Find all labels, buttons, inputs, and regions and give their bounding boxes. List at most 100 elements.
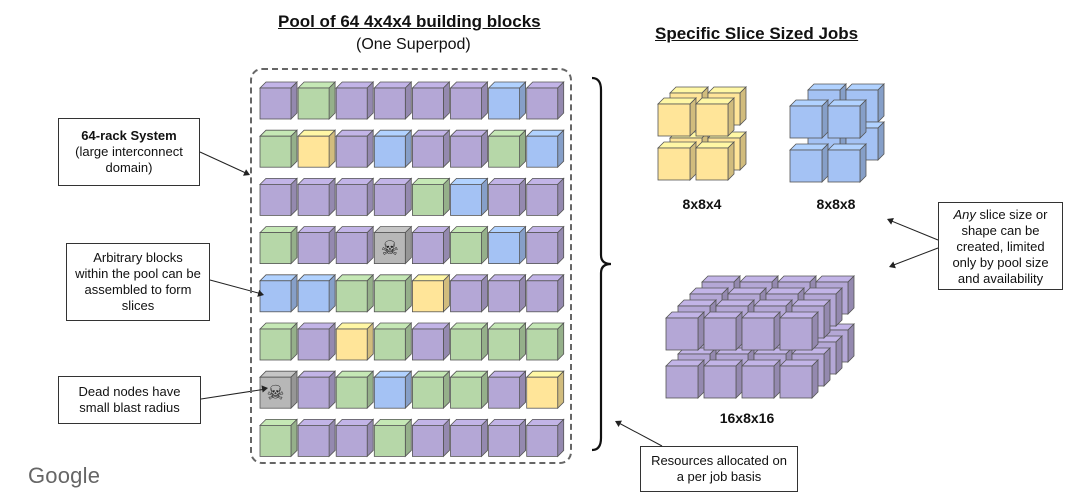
system-callout-bold: 64-rack System (81, 128, 177, 143)
pool-block-r3c2 (335, 225, 375, 265)
slice-label-16x8x16: 16x8x16 (719, 410, 775, 426)
pool-subtitle: (One Superpod) (356, 36, 471, 53)
arbitrary-arrow (257, 289, 264, 297)
any-connector-up (888, 219, 939, 241)
pool-block-r7c0 (259, 418, 298, 458)
pool-block-r0c6 (487, 81, 527, 120)
pool-block-r4c1 (297, 273, 337, 313)
slice2-block-1 (827, 99, 867, 139)
dead-arrow (261, 385, 268, 393)
pool-block-r6c4 (411, 370, 451, 410)
pool-block-r2c1 (297, 177, 337, 217)
pool-block-r6c0: ☠ (259, 370, 298, 410)
pool-block-r6c2 (335, 370, 375, 410)
pool-block-r1c4 (411, 129, 451, 169)
any-arrow-up (887, 217, 894, 225)
pool-block-r5c2 (335, 322, 375, 361)
pool-block-r0c4 (411, 81, 451, 120)
pool-bracket (591, 76, 612, 452)
pool-block-r1c7 (525, 129, 565, 169)
pool-block-r3c6 (487, 225, 527, 265)
slice3-block-l0r1c1 (703, 359, 743, 399)
slice1-block-1 (695, 97, 735, 137)
pool-title: Pool of 64 4x4x4 building blocks (278, 12, 541, 31)
slice2-block-3 (827, 143, 867, 183)
pool-block-r5c3 (373, 322, 413, 361)
pool-block-r4c2 (335, 273, 375, 313)
pool-block-r7c4 (411, 418, 451, 458)
pool-block-r2c7 (525, 177, 565, 217)
pool-block-r7c3 (373, 418, 413, 458)
slice1-block-2 (657, 141, 697, 181)
slice-label-8x8x4: 8x8x4 (682, 196, 722, 212)
pool-block-r5c5 (449, 322, 489, 361)
pool-block-r3c1 (297, 225, 337, 265)
skull-icon: ☠ (381, 236, 399, 260)
pool-block-r1c0 (259, 129, 298, 169)
pool-block-r6c3 (373, 370, 413, 410)
pool-block-r1c5 (449, 129, 489, 169)
pool-block-r3c7 (525, 225, 565, 265)
arbitrary-callout: Arbitrary blocks within the pool can be … (66, 243, 210, 321)
slice2-block-2 (789, 143, 829, 183)
slice3-block-l0r0c3 (779, 311, 819, 351)
pool-block-r5c7 (525, 322, 565, 361)
pool-frame (250, 68, 572, 464)
pool-block-r4c7 (525, 273, 565, 313)
pool-block-r5c0 (259, 322, 298, 361)
pool-block-r4c4 (411, 273, 451, 313)
pool-block-r2c4 (411, 177, 451, 217)
any-text: slice size or shape can be created, limi… (952, 207, 1049, 286)
slices-title: Specific Slice Sized Jobs (655, 24, 859, 43)
pool-block-r0c7 (525, 81, 565, 120)
arbitrary-connector (209, 279, 263, 295)
pool-block-r4c6 (487, 273, 527, 313)
pool-block-r2c0 (259, 177, 298, 217)
pool-block-r2c2 (335, 177, 375, 217)
any-italic: Any (953, 207, 976, 222)
pool-block-r0c1 (297, 81, 337, 120)
slice1-block-3 (695, 141, 735, 181)
pool-block-r4c5 (449, 273, 489, 313)
pool-block-r5c6 (487, 322, 527, 361)
pool-block-r5c1 (297, 322, 337, 361)
pool-block-r7c5 (449, 418, 489, 458)
system-callout: 64-rack System (large interconnect domai… (58, 118, 200, 186)
skull-icon: ☠ (267, 381, 285, 405)
any-slice-callout: Any slice size or shape can be created, … (938, 202, 1063, 290)
pool-block-r0c3 (373, 81, 413, 120)
pool-block-r7c6 (487, 418, 527, 458)
pool-block-r7c7 (525, 418, 565, 458)
system-connector (199, 151, 249, 175)
slice2-block-0 (789, 99, 829, 139)
pool-block-r7c1 (297, 418, 337, 458)
pool-block-r3c3: ☠ (373, 225, 413, 265)
pool-block-r0c5 (449, 81, 489, 120)
pool-block-r6c6 (487, 370, 527, 410)
slice3-block-l0r0c0 (665, 311, 705, 351)
pool-block-r1c6 (487, 129, 527, 169)
slice-label-8x8x8: 8x8x8 (816, 196, 856, 212)
pool-block-r0c2 (335, 81, 375, 120)
slice3-block-l0r1c0 (665, 359, 705, 399)
pool-block-r4c0 (259, 273, 298, 313)
pool-block-r3c5 (449, 225, 489, 265)
pool-block-r3c0 (259, 225, 298, 265)
pool-block-r6c1 (297, 370, 337, 410)
pool-block-r3c4 (411, 225, 451, 265)
system-callout-text: (large interconnect domain) (75, 144, 183, 175)
slice1-block-0 (657, 97, 697, 137)
any-arrow-down (889, 261, 896, 269)
google-logo: Google (28, 463, 101, 488)
system-arrow (243, 169, 250, 176)
pool-block-r0c0 (259, 81, 298, 120)
resources-arrow (615, 420, 622, 428)
slice3-block-l0r0c2 (741, 311, 781, 351)
pool-block-r2c3 (373, 177, 413, 217)
pool-block-r7c2 (335, 418, 375, 458)
resources-connector (616, 421, 663, 447)
slice3-block-l0r1c2 (741, 359, 781, 399)
pool-block-r1c2 (335, 129, 375, 169)
pool-block-r1c1 (297, 129, 337, 169)
